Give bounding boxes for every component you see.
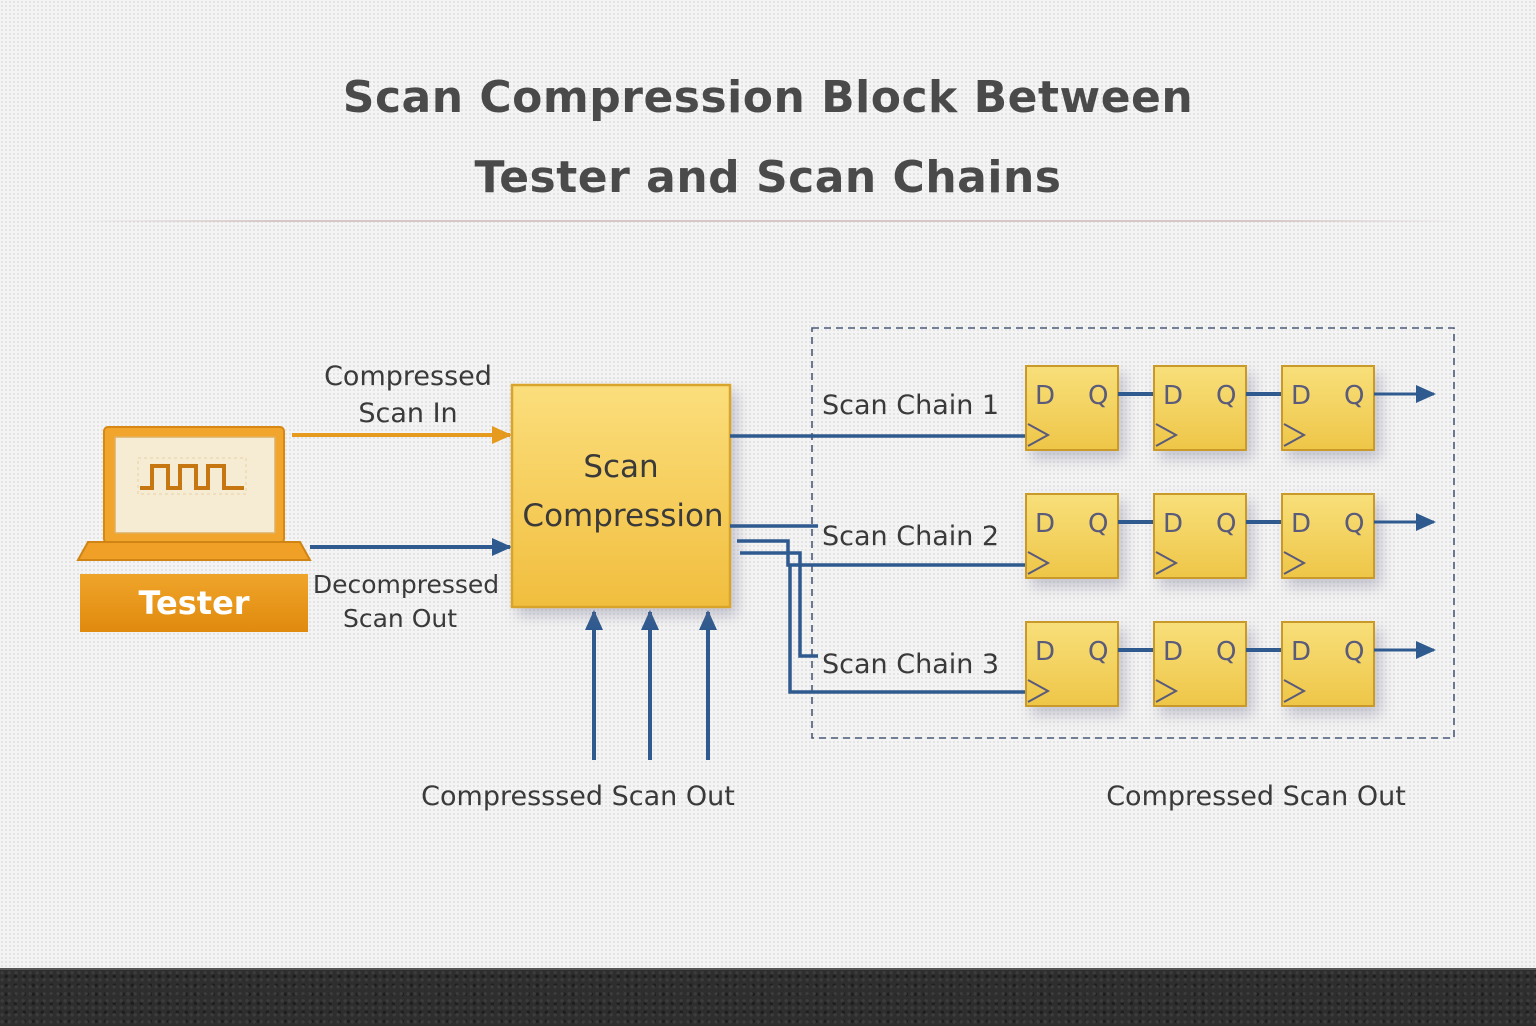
title-line-2: Tester and Scan Chains — [474, 152, 1062, 203]
square-wave-icon — [137, 457, 247, 495]
flip-flop-d-label: D — [1291, 381, 1311, 411]
flip-flop-q-label: Q — [1216, 509, 1236, 539]
scan-chain-1-label: Scan Chain 1 — [822, 390, 999, 421]
scan-compression-label-1: Scan — [583, 449, 658, 485]
flip-flop-body — [1281, 365, 1375, 451]
clock-triangle-icon — [1283, 423, 1307, 447]
flip-flop-d-label: D — [1163, 509, 1183, 539]
tester-label: Tester — [138, 584, 249, 622]
bottom-right-label: Compressed Scan Out — [1106, 781, 1406, 812]
flip-flop-body — [1153, 493, 1247, 579]
flip-flop-q-label: Q — [1344, 509, 1364, 539]
decompressed-scan-out-label-2: Scan Out — [343, 604, 457, 633]
flip-flop-q-label: Q — [1216, 381, 1236, 411]
flip-flop-body — [1025, 621, 1119, 707]
title-divider — [70, 220, 1470, 222]
scan-compression-label-2: Compression — [522, 498, 723, 534]
flip-flop-q-label: Q — [1088, 509, 1108, 539]
compressed-scan-in-label-2: Scan In — [358, 398, 457, 429]
flip-flop-body — [1281, 493, 1375, 579]
compressed-scan-in-label-1: Compressed — [324, 361, 492, 392]
scan-chain-3-label: Scan Chain 3 — [822, 649, 999, 680]
chain-3-feed-wire — [788, 565, 1026, 694]
bottom-left-label: Compresssed Scan Out — [421, 781, 735, 812]
laptop-icon — [76, 426, 312, 561]
flip-flop-body — [1025, 493, 1119, 579]
bottom-dark-strip — [0, 968, 1536, 1026]
clock-triangle-icon — [1155, 679, 1179, 703]
scan-chain-2-label: Scan Chain 2 — [822, 521, 999, 552]
decompressed-scan-out-label-1: Decompressed — [313, 570, 499, 599]
flip-flop-q-label: Q — [1088, 381, 1108, 411]
clock-triangle-icon — [1027, 551, 1051, 575]
clock-triangle-icon — [1027, 679, 1051, 703]
flip-flop-d-label: D — [1291, 637, 1311, 667]
flip-flop-d-label: D — [1035, 637, 1055, 667]
scan-chains-enclosure — [811, 327, 1455, 739]
clock-triangle-icon — [1283, 679, 1307, 703]
flip-flop-q-label: Q — [1216, 637, 1236, 667]
tester-label-box — [80, 574, 308, 632]
chain-3-stub-wire — [740, 551, 818, 658]
chain-feed-wires — [730, 434, 1026, 694]
scan-compression-block: Scan Compression — [510, 383, 732, 609]
tester: Tester — [76, 426, 312, 632]
clock-triangle-icon — [1155, 551, 1179, 575]
flip-flop-q-label: Q — [1088, 637, 1108, 667]
clock-triangle-icon — [1283, 551, 1307, 575]
clock-triangle-icon — [1155, 423, 1179, 447]
flip-flop-body — [1281, 621, 1375, 707]
scan-compression-diagram: Tester Compressed Scan In Decompressed S… — [76, 327, 1455, 812]
flip-flop-body — [1153, 621, 1247, 707]
title-line-1: Scan Compression Block Between — [342, 72, 1194, 123]
flip-flop-d-label: D — [1035, 509, 1055, 539]
flip-flop-d-label: D — [1035, 381, 1055, 411]
flip-flop-d-label: D — [1163, 381, 1183, 411]
clock-triangle-icon — [1027, 423, 1051, 447]
diagram-title: Scan Compression Block Between Tester an… — [0, 58, 1536, 218]
flip-flop-d-label: D — [1291, 509, 1311, 539]
flip-flop-q-label: Q — [1344, 381, 1364, 411]
flip-flop-body — [1153, 365, 1247, 451]
flip-flop-q-label: Q — [1344, 637, 1364, 667]
flip-flop-d-label: D — [1163, 637, 1183, 667]
flip-flop-body — [1025, 365, 1119, 451]
